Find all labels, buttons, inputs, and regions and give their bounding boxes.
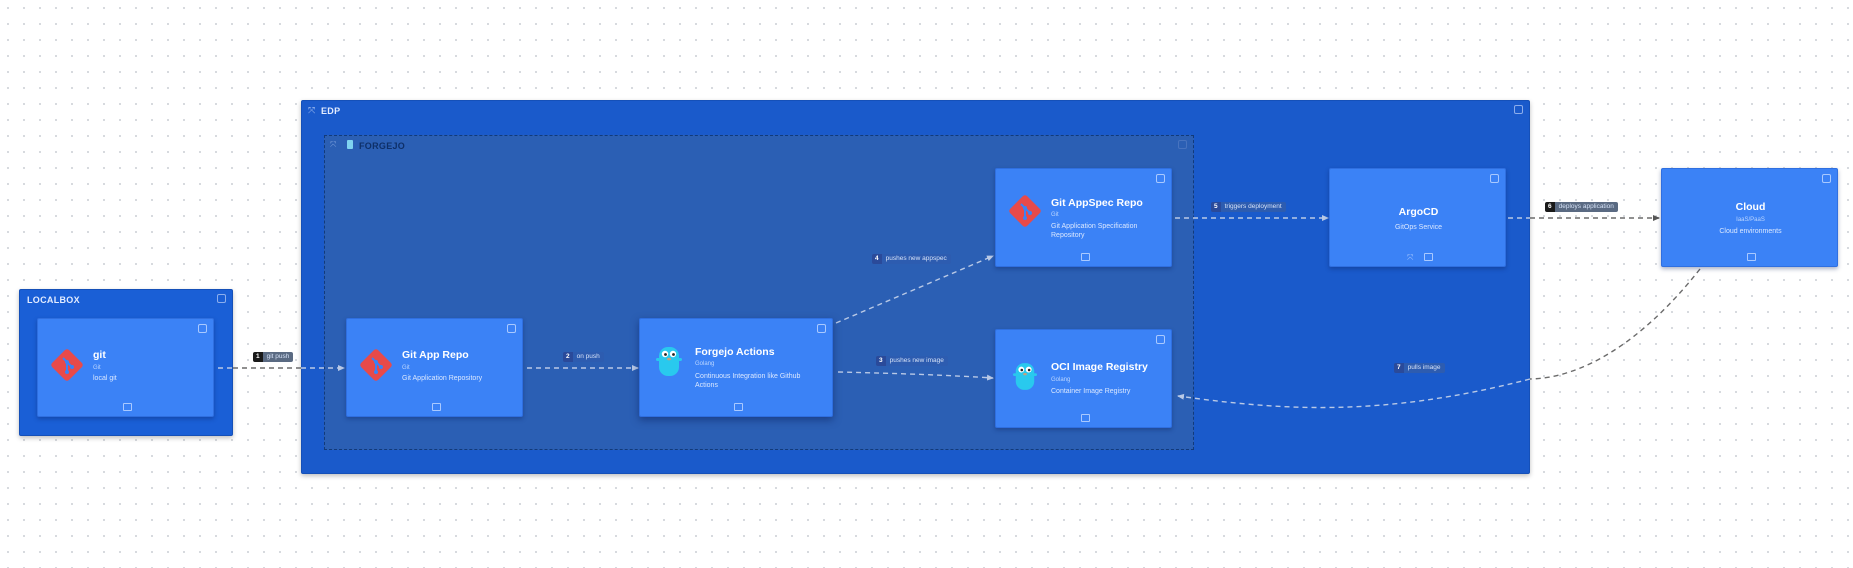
edge-step-badge: 1 bbox=[253, 352, 263, 362]
edge-label-1[interactable]: 1 git push bbox=[253, 352, 294, 362]
edge-label-6[interactable]: 6 deploys application bbox=[1545, 202, 1618, 212]
expand-icon[interactable] bbox=[198, 324, 207, 333]
edge-4-line bbox=[835, 255, 994, 324]
node-description: Container Image Registry bbox=[1051, 388, 1131, 395]
node-description: Git Application Repository bbox=[402, 375, 483, 382]
node-technology: Git bbox=[1051, 212, 1059, 218]
edge-label-4[interactable]: 4 pushes new appspec bbox=[872, 254, 951, 264]
container-icon bbox=[1081, 253, 1090, 261]
edge-step-badge: 5 bbox=[1211, 202, 1221, 212]
node-technology: IaaS/PaaS bbox=[1736, 217, 1765, 223]
frame-corner-icon[interactable] bbox=[1514, 105, 1523, 114]
expand-icon[interactable] bbox=[1156, 335, 1165, 344]
edge-7-line-inner bbox=[1177, 378, 1531, 409]
git-logo-icon bbox=[360, 349, 392, 381]
node-technology: Git bbox=[93, 365, 101, 371]
node-oci-image-registry[interactable]: OCI Image Registry Golang Container Imag… bbox=[995, 329, 1172, 428]
edge-label-text: git push bbox=[262, 352, 294, 362]
node-forgejo-actions[interactable]: Forgejo Actions Golang Continuous Integr… bbox=[639, 318, 833, 417]
node-description: GitOps Service bbox=[1394, 224, 1443, 231]
expand-icon[interactable] bbox=[1156, 174, 1165, 183]
edge-step-badge: 3 bbox=[876, 356, 886, 366]
gopher-icon bbox=[656, 347, 682, 376]
edge-label-3[interactable]: 3 pushes new image bbox=[876, 356, 948, 366]
node-title: Git AppSpec Repo bbox=[1051, 197, 1143, 209]
node-title: Git App Repo bbox=[402, 349, 469, 361]
container-icon bbox=[123, 403, 132, 411]
edge-label-text: deploys application bbox=[1554, 202, 1618, 212]
edge-step-badge: 6 bbox=[1545, 202, 1555, 212]
node-git-app-repo[interactable]: Git App Repo Git Git Application Reposit… bbox=[346, 318, 523, 417]
frame-title-localbox: LOCALBOX bbox=[27, 295, 80, 305]
expand-icon[interactable] bbox=[1822, 174, 1831, 183]
frame-icon: ⤧ bbox=[330, 140, 337, 149]
node-title: OCI Image Registry bbox=[1051, 361, 1148, 373]
node-description: local git bbox=[93, 375, 117, 382]
node-title: Forgejo Actions bbox=[695, 346, 775, 358]
node-description: Continuous Integration like Github Actio… bbox=[695, 373, 801, 389]
node-title: git bbox=[93, 349, 106, 361]
edge-step-badge: 4 bbox=[872, 254, 882, 264]
expand-icon[interactable] bbox=[817, 324, 826, 333]
container-icon bbox=[1424, 253, 1433, 261]
expand-icon[interactable] bbox=[1490, 174, 1499, 183]
frame-corner-icon[interactable] bbox=[1178, 140, 1187, 149]
node-description: Cloud environments bbox=[1719, 228, 1782, 235]
node-description: Git Application Specification Repository bbox=[1051, 223, 1138, 239]
edge-label-7[interactable]: 7 pulls image bbox=[1394, 363, 1445, 373]
node-technology: Git bbox=[402, 365, 410, 371]
edge-label-text: pulls image bbox=[1403, 363, 1445, 373]
node-cloud[interactable]: Cloud IaaS/PaaS Cloud environments bbox=[1661, 168, 1838, 267]
container-icon bbox=[1081, 414, 1090, 422]
node-git-appspec-repo[interactable]: Git AppSpec Repo Git Git Application Spe… bbox=[995, 168, 1172, 267]
container-icon bbox=[1747, 253, 1756, 261]
node-title: Cloud bbox=[1735, 201, 1766, 213]
frame-icon: ⤧ bbox=[308, 105, 316, 115]
edge-label-5[interactable]: 5 triggers deployment bbox=[1211, 202, 1286, 212]
edge-label-text: pushes new image bbox=[885, 356, 948, 366]
node-git[interactable]: git Git local git bbox=[37, 318, 214, 417]
edge-7-line-outer bbox=[1529, 268, 1701, 380]
node-argocd[interactable]: ArgoCD GitOps Service ⤧ bbox=[1329, 168, 1506, 267]
container-icon bbox=[734, 403, 743, 411]
git-logo-icon bbox=[51, 349, 83, 381]
container-icon bbox=[432, 403, 441, 411]
expand-icon[interactable] bbox=[507, 324, 516, 333]
git-logo-icon bbox=[1009, 195, 1041, 227]
frame-title-forgejo: FORGEJO bbox=[359, 141, 406, 151]
node-title: ArgoCD bbox=[1398, 206, 1439, 218]
edge-3-line bbox=[837, 371, 994, 381]
edge-label-2[interactable]: 2 on push bbox=[563, 352, 604, 362]
node-technology: Golang bbox=[1051, 377, 1071, 383]
edge-label-text: triggers deployment bbox=[1220, 202, 1286, 212]
forgejo-logo-icon bbox=[347, 140, 353, 149]
edge-label-text: pushes new appspec bbox=[881, 254, 951, 264]
edge-label-text: on push bbox=[572, 352, 604, 362]
link-icon: ⤧ bbox=[1407, 253, 1414, 262]
edge-step-badge: 7 bbox=[1394, 363, 1404, 373]
gopher-icon bbox=[1013, 363, 1037, 390]
edge-step-badge: 2 bbox=[563, 352, 573, 362]
frame-title-edp: EDP bbox=[321, 106, 341, 116]
frame-corner-icon[interactable] bbox=[217, 294, 226, 303]
node-technology: Golang bbox=[695, 361, 715, 367]
